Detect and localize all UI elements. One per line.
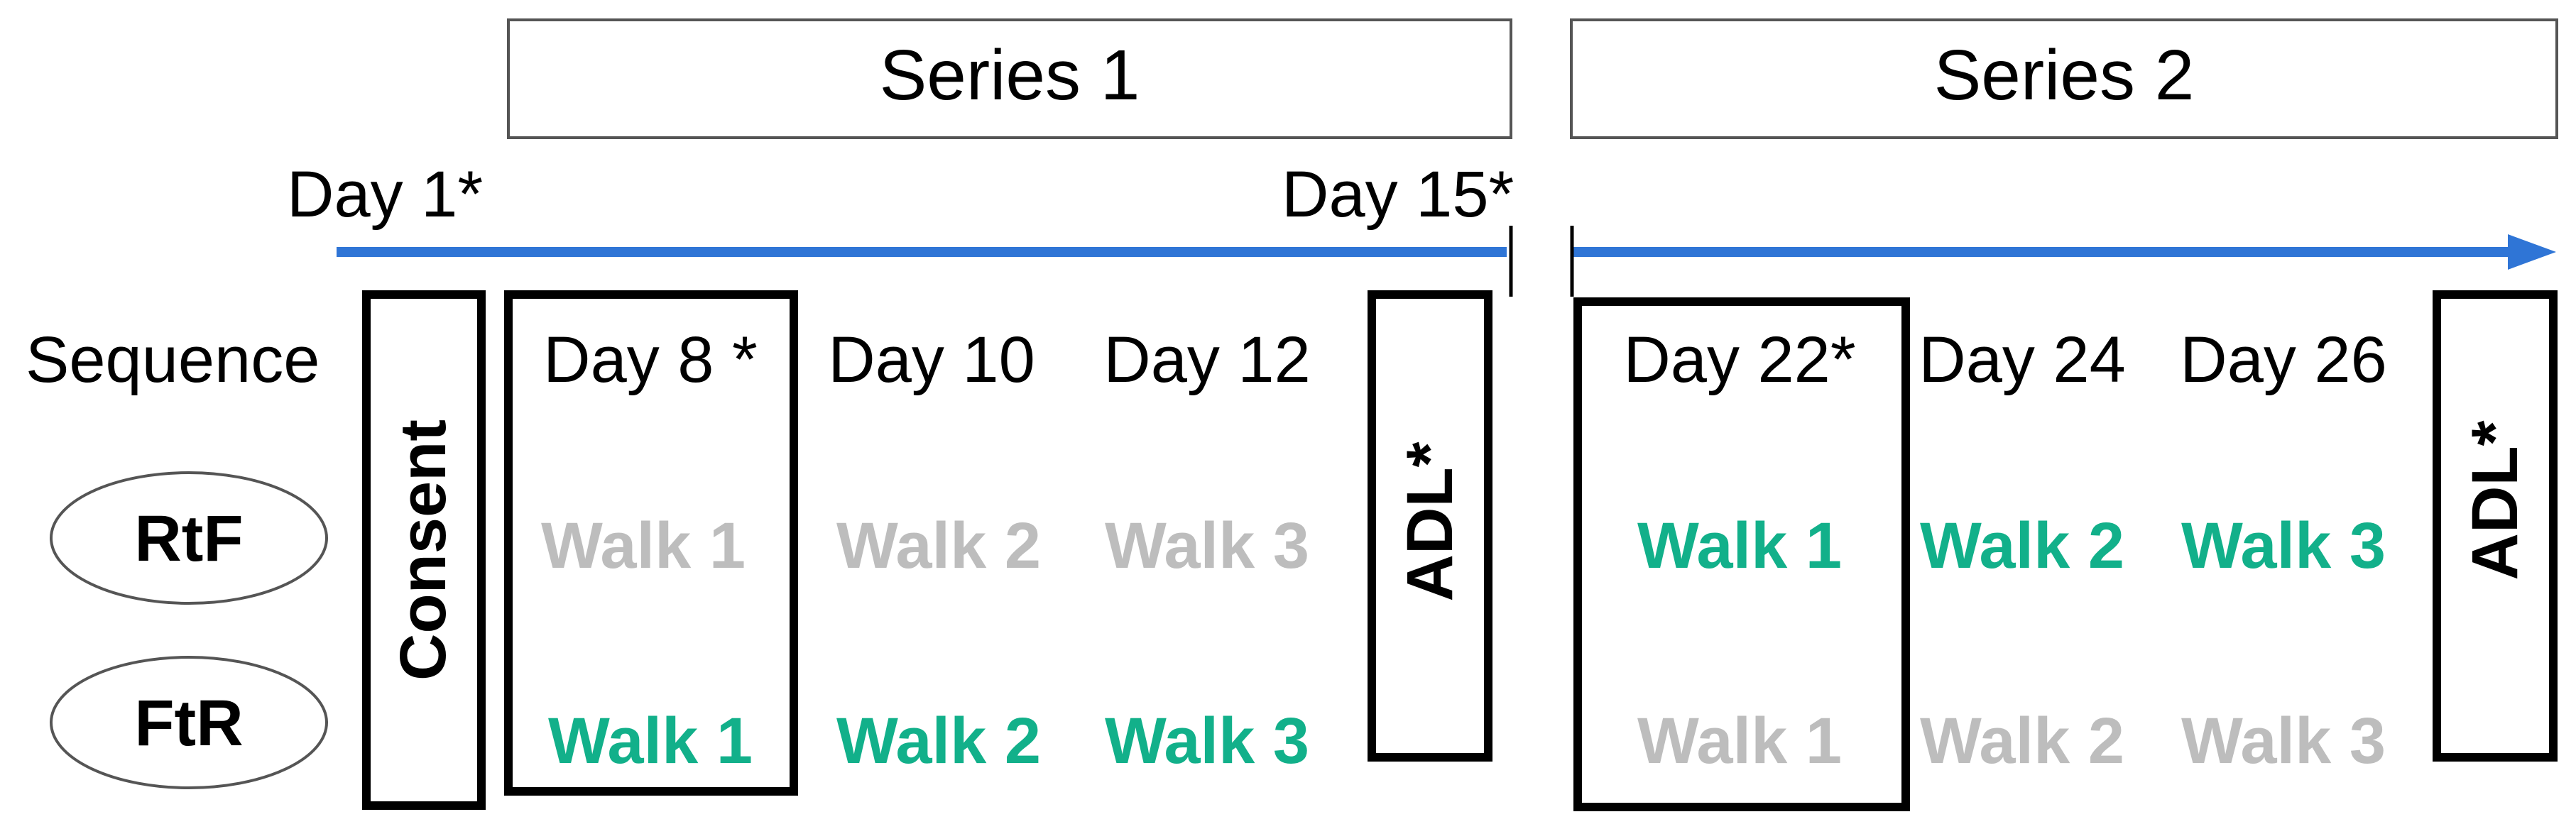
series-2-day-label-2: Day 24 bbox=[1919, 324, 2126, 396]
timeline-end-label: Day 15* bbox=[1282, 158, 1514, 231]
series-2-ftr-walk-1: Walk 1 bbox=[1637, 705, 1842, 777]
series-1-rtf-walk-3: Walk 3 bbox=[1105, 510, 1309, 582]
series-2-label: Series 2 bbox=[1934, 35, 2195, 115]
series-2-rtf-walk-3: Walk 3 bbox=[2181, 510, 2386, 582]
series-1-day-label-1: Day 8 * bbox=[543, 324, 758, 396]
sequence-row-header: Sequence bbox=[26, 324, 320, 396]
series-1-ftr-walk-2: Walk 2 bbox=[836, 705, 1041, 777]
group-ftr-oval bbox=[50, 656, 328, 789]
series-1-day-label-3: Day 12 bbox=[1103, 324, 1311, 396]
series-1-box bbox=[507, 18, 1512, 139]
series-2-rtf-walk-2: Walk 2 bbox=[1920, 510, 2124, 582]
series-1-ftr-walk-1: Walk 1 bbox=[548, 705, 753, 777]
series-1-ftr-walk-3: Walk 3 bbox=[1105, 705, 1309, 777]
series-1-day-label-2: Day 10 bbox=[828, 324, 1035, 396]
group-rtf-oval bbox=[50, 471, 328, 605]
series-2-day-label-1: Day 22* bbox=[1623, 324, 1855, 396]
series-1-rtf-walk-1: Walk 1 bbox=[541, 510, 746, 582]
series-2-ftr-walk-2: Walk 2 bbox=[1920, 705, 2124, 777]
timeline-arrowhead-icon bbox=[2508, 234, 2556, 270]
adl-box-series-1 bbox=[1368, 290, 1492, 762]
series-1-rtf-walk-2: Walk 2 bbox=[836, 510, 1041, 582]
consent-box bbox=[362, 290, 486, 810]
series-2-day-label-3: Day 26 bbox=[2180, 324, 2387, 396]
consent-label: Consent bbox=[387, 419, 459, 681]
timeline-start-label: Day 1* bbox=[287, 158, 483, 231]
series-1-first-session-box bbox=[504, 290, 798, 796]
series-2-rtf-walk-1: Walk 1 bbox=[1637, 510, 1842, 582]
group-ftr-label: FtR bbox=[134, 687, 243, 759]
series-2-first-session-box bbox=[1573, 297, 1910, 811]
adl-label-series-2: ADL* bbox=[2459, 420, 2531, 580]
group-rtf-label: RtF bbox=[134, 503, 243, 575]
series-1-label: Series 1 bbox=[880, 35, 1140, 115]
adl-label-series-1: ADL* bbox=[1394, 441, 1466, 601]
series-2-box bbox=[1570, 18, 2558, 139]
series-2-ftr-walk-3: Walk 3 bbox=[2181, 705, 2386, 777]
adl-box-series-2 bbox=[2433, 290, 2558, 762]
